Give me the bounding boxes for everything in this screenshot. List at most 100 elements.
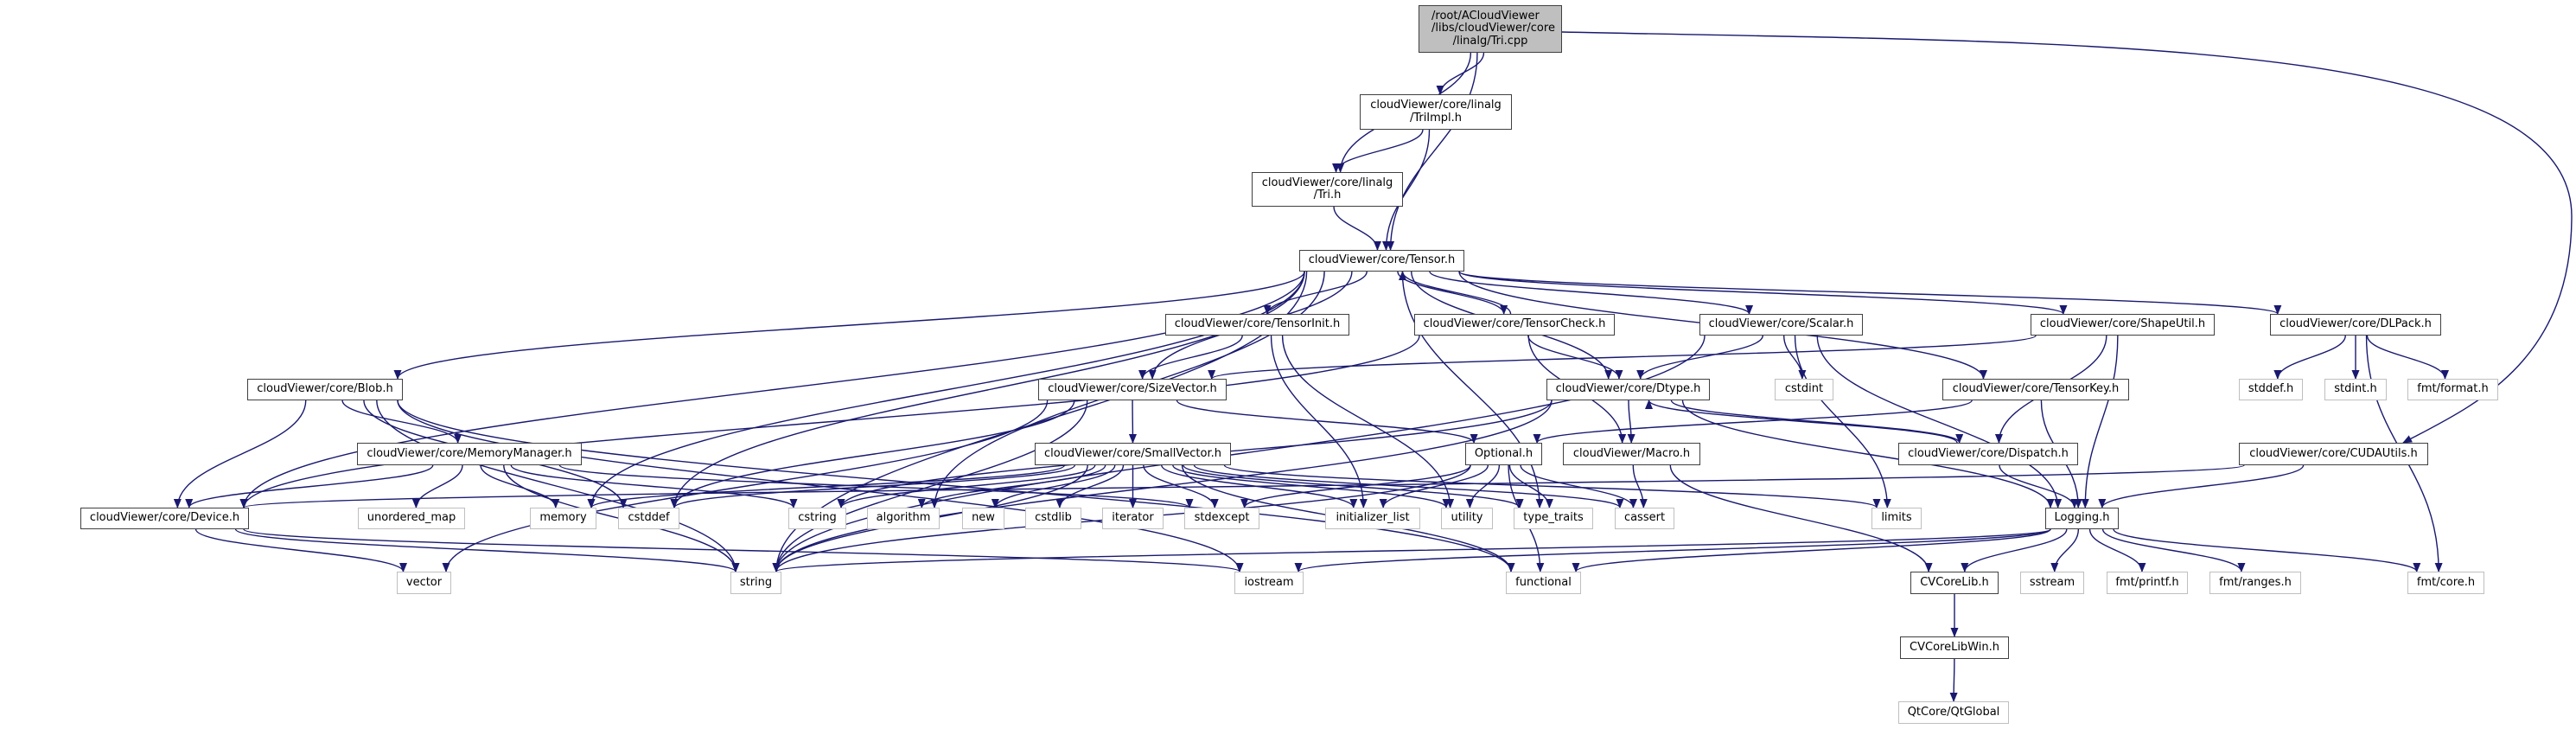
node-scalar[interactable]: cloudViewer/core/Scalar.h [1699, 314, 1863, 336]
edge-triimpl-to-trih [1332, 129, 1424, 173]
node-label: /linalg/Tri.cpp [1452, 34, 1528, 48]
edge-cudautils-to-device [240, 464, 2245, 508]
edge-memmgr-to-device [185, 464, 434, 508]
node-iostream: iostream [1234, 572, 1304, 594]
edge-scalar-to-logging [1816, 335, 2063, 508]
edge-scalar-to-cstdint [1782, 335, 1807, 380]
edge-device-to-string [234, 528, 740, 572]
node-label: cloudViewer/core/Tensor.h [1308, 253, 1456, 267]
node-sizevector[interactable]: cloudViewer/core/SizeVector.h [1038, 379, 1227, 400]
node-label: cloudViewer/core/ShapeUtil.h [2039, 317, 2206, 331]
node-fmtformat: fmt/format.h [2407, 379, 2498, 400]
node-vector: vector [397, 572, 451, 594]
node-optional[interactable]: Optional.h [1465, 443, 1542, 465]
node-memory: memory [530, 508, 596, 529]
node-blob[interactable]: cloudViewer/core/Blob.h [247, 379, 403, 400]
node-root[interactable]: /root/ACloudViewer/libs/cloudViewer/core… [1419, 5, 1562, 53]
edge-root-to-triimpl [1436, 52, 1485, 95]
node-cstdint: cstdint [1775, 379, 1833, 400]
edge-optional-to-utility [1465, 464, 1501, 508]
node-tensorinit[interactable]: cloudViewer/core/TensorInit.h [1165, 314, 1349, 336]
node-label: Optional.h [1474, 446, 1533, 460]
node-cvcorelibwin[interactable]: CVCoreLibWin.h [1900, 636, 2009, 659]
node-label: cloudViewer/core/DLPack.h [2280, 317, 2432, 331]
edge-dispatch-to-dtype [1645, 400, 1958, 444]
edge-tensorinit-to-sizevector [1138, 335, 1243, 380]
edge-trih-to-tensor [1333, 206, 1381, 251]
edge-shapeutil-to-logging [2081, 335, 2119, 508]
edge-dispatch-to-logging [1999, 464, 2079, 508]
node-shapeutil[interactable]: cloudViewer/core/ShapeUtil.h [2031, 314, 2215, 336]
node-dlpack[interactable]: cloudViewer/core/DLPack.h [2270, 314, 2441, 336]
node-label: fmt/core.h [2416, 575, 2476, 589]
node-tensorkey[interactable]: cloudViewer/core/TensorKey.h [1942, 379, 2129, 400]
node-label: cloudViewer/core/TensorInit.h [1174, 317, 1341, 331]
node-label: sstream [2029, 575, 2075, 589]
edge-optional-to-type_traits [1508, 464, 1553, 508]
node-label: type_traits [1523, 511, 1584, 525]
node-cvcorelib[interactable]: CVCoreLib.h [1910, 572, 1999, 594]
node-label: cloudViewer/core/CUDAUtils.h [2249, 446, 2418, 460]
edge-smallvector-to-algorithm [917, 464, 1106, 508]
node-dtype[interactable]: cloudViewer/core/Dtype.h [1546, 379, 1710, 400]
node-string: string [730, 572, 781, 594]
node-label: limits [1881, 511, 1912, 525]
node-label: memory [539, 511, 587, 525]
edge-optional-to-stdexcept [1240, 464, 1471, 508]
node-logging[interactable]: Logging.h [2045, 508, 2119, 529]
edge-smallvector-to-limits [1223, 464, 1881, 508]
edge-triimpl-to-tensor [1382, 129, 1431, 251]
edge-logging-to-iostream [1294, 528, 2051, 572]
edge-blob-to-memmgr [341, 400, 462, 444]
node-triimpl[interactable]: cloudViewer/core/linalg/TriImpl.h [1360, 94, 1512, 130]
edge-logging-to-cvcorelib [1961, 528, 2068, 572]
node-label: vector [405, 575, 443, 589]
edge-smallvector-to-memory [587, 464, 1066, 508]
edge-smallvector-to-cassert [1193, 464, 1624, 508]
node-initializer-list: initializer_list [1325, 508, 1420, 529]
edge-tensorcheck-to-tensor [1399, 271, 1512, 315]
node-macro[interactable]: cloudViewer/Macro.h [1563, 443, 1700, 465]
node-memmgr[interactable]: cloudViewer/core/MemoryManager.h [357, 443, 582, 465]
node-label: cloudViewer/core/Scalar.h [1708, 317, 1854, 331]
edge-scalar-to-limits [1794, 335, 1891, 508]
edge-tensorinit-to-utility [1281, 335, 1455, 508]
edge-logging-to-fmtprintf [2088, 528, 2146, 572]
edge-dtype-to-string [772, 400, 1553, 572]
node-dispatch[interactable]: cloudViewer/core/Dispatch.h [1898, 443, 2078, 465]
node-label: iostream [1244, 575, 1294, 589]
edge-dtype-to-dispatch [1670, 400, 1964, 444]
node-label: stdexcept [1194, 511, 1250, 525]
edge-sizevector-to-vector [442, 400, 1049, 572]
edge-device-to-iostream [243, 528, 1243, 572]
node-label: initializer_list [1336, 511, 1410, 525]
node-label: CVCoreLib.h [1920, 575, 1989, 589]
node-trih[interactable]: cloudViewer/core/linalg/Tri.h [1252, 172, 1403, 207]
node-utility: utility [1441, 508, 1493, 529]
node-label: cloudViewer/core/linalg [1370, 99, 1502, 112]
node-tensor[interactable]: cloudViewer/core/Tensor.h [1299, 250, 1464, 272]
node-unordered-map: unordered_map [358, 508, 465, 529]
node-fmtprintf: fmt/printf.h [2107, 572, 2188, 594]
node-device[interactable]: cloudViewer/core/Device.h [80, 508, 249, 529]
edge-memmgr-to-cstring [510, 464, 798, 508]
edge-logging-to-string [773, 528, 2051, 572]
edge-tensorinit-to-initializer_list [1270, 335, 1368, 508]
node-smallvector[interactable]: cloudViewer/core/SmallVector.h [1035, 443, 1231, 465]
node-label: fmt/ranges.h [2219, 575, 2292, 589]
edge-tensor-to-memory [587, 271, 1305, 508]
edge-tensorcheck-to-dtype [1527, 335, 1623, 380]
node-cstring: cstring [788, 508, 846, 529]
edge-macro-to-cvcorelib [1669, 464, 1933, 572]
node-label: cloudViewer/core/TensorKey.h [1952, 382, 2120, 396]
node-label: cloudViewer/core/Dtype.h [1555, 382, 1701, 396]
node-tensorcheck[interactable]: cloudViewer/core/TensorCheck.h [1414, 314, 1615, 336]
edge-smallvector-to-utility [1172, 464, 1451, 508]
node-new: new [962, 508, 1004, 529]
edge-root-to-tensor [1387, 52, 1478, 251]
edge-tensor-to-scalar [1429, 271, 1753, 315]
node-cudautils[interactable]: cloudViewer/core/CUDAUtils.h [2239, 443, 2428, 465]
edge-tensorkey-to-optional [1533, 400, 1973, 444]
edge-dlpack-to-stddef [2273, 335, 2346, 380]
